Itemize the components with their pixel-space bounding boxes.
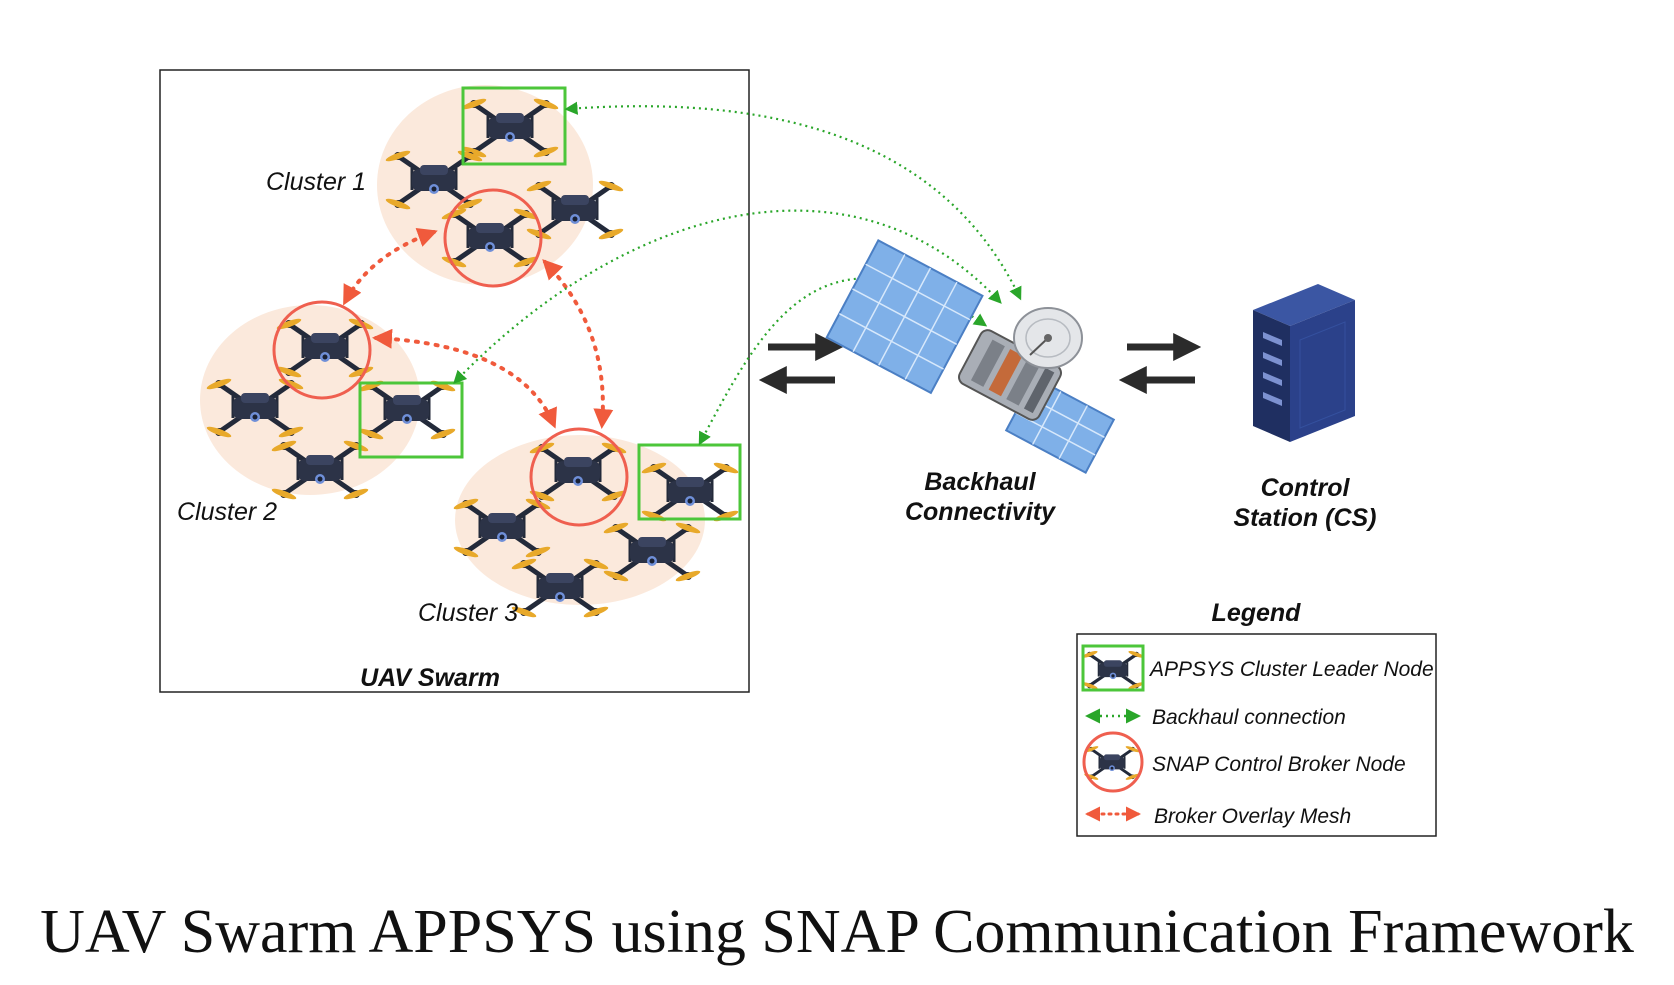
- broker-circle-cluster-1: [443, 188, 543, 288]
- satellite-station-exchange-arrows: [1118, 333, 1202, 394]
- cluster-3-label: Cluster 3: [418, 599, 518, 627]
- backhaul-link-cluster-1: [564, 101, 1022, 301]
- backhaul-title-line1: Backhaul: [924, 468, 1036, 496]
- legend-item-mesh: Broker Overlay Mesh: [1085, 805, 1351, 828]
- satellite-icon: [825, 239, 1116, 474]
- legend-item-label: Backhaul connection: [1152, 706, 1346, 729]
- broker-circle-cluster-2: [272, 300, 372, 400]
- legend-item-backhaul: Backhaul connection: [1085, 706, 1346, 729]
- legend-item-leader: APPSYS Cluster Leader Node: [1080, 644, 1434, 692]
- legend-item-broker: SNAP Control Broker Node: [1082, 731, 1406, 793]
- control-station-title-line2: Station (CS): [1233, 504, 1376, 532]
- legend-item-label: APPSYS Cluster Leader Node: [1148, 658, 1434, 681]
- broker-circle-cluster-3: [529, 427, 629, 527]
- uav-swarm-title: UAV Swarm: [360, 664, 500, 692]
- cluster-1-area: [377, 85, 593, 285]
- backhaul-links: [453, 101, 1022, 446]
- legend-title: Legend: [1212, 599, 1302, 627]
- backhaul-title-line2: Connectivity: [905, 498, 1056, 526]
- server-icon: [1253, 284, 1355, 442]
- control-station-title-line1: Control: [1261, 474, 1351, 502]
- leader-box-cluster-3: [637, 443, 742, 521]
- broker-mesh-link-1-2: [343, 228, 438, 306]
- cluster-1-label: Cluster 1: [266, 168, 366, 196]
- swarm-satellite-exchange-arrows: [758, 333, 844, 394]
- legend-frame: [1076, 633, 1437, 837]
- cluster-2-label: Cluster 2: [177, 498, 277, 526]
- legend: Legend APPSYS Cluster Leader Node Backha…: [1076, 599, 1437, 837]
- legend-item-label: SNAP Control Broker Node: [1152, 753, 1406, 776]
- legend-item-label: Broker Overlay Mesh: [1154, 805, 1351, 828]
- figure-caption: UAV Swarm APPSYS using SNAP Communicatio…: [40, 898, 1634, 966]
